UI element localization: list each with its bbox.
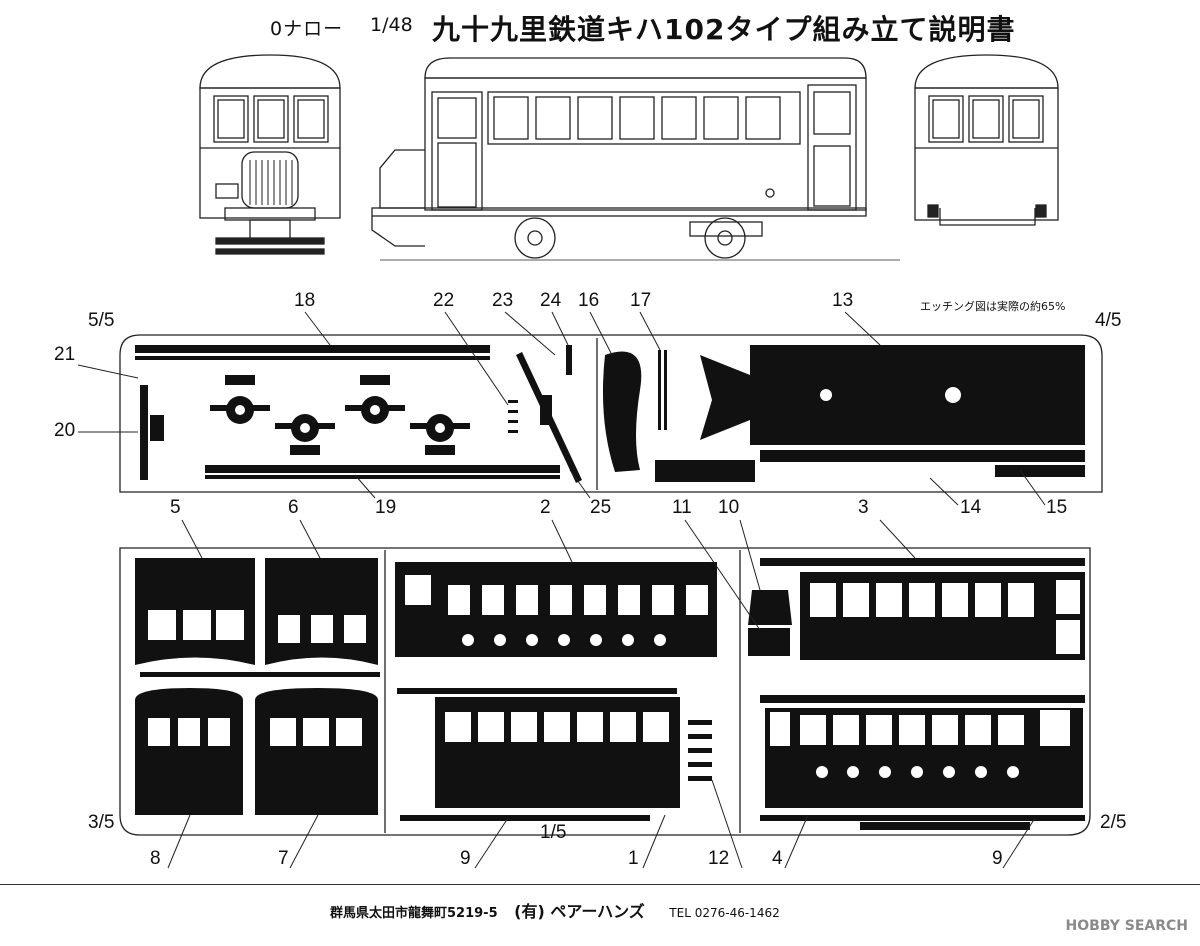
gauge-label: 0ナロー — [270, 18, 344, 40]
leader-lines — [77, 311, 1046, 869]
part-number-8: 8 — [150, 848, 161, 869]
upper-sheet-holes — [235, 387, 961, 433]
front-view-drawing — [199, 54, 341, 255]
part-number-22: 22 — [433, 290, 455, 311]
part-number-17: 17 — [630, 290, 652, 311]
footer-address: 群馬県太田市龍舞町5219-5 — [330, 906, 498, 921]
part-number-12: 12 — [708, 848, 730, 869]
part-number-7: 7 — [278, 848, 289, 869]
part-number-18: 18 — [294, 290, 316, 311]
sheet-label-2-of-5: 2/5 — [1100, 812, 1127, 833]
part-number-1: 1 — [628, 848, 639, 869]
part-number-25: 25 — [590, 497, 612, 518]
part-number-21: 21 — [54, 344, 76, 365]
footer-company: (有) ペアーハンズ — [514, 902, 645, 921]
part-number-9-right: 9 — [992, 848, 1003, 869]
side-view-drawing — [371, 57, 900, 261]
etching-scale-note: エッチング図は実際の約65% — [920, 300, 1066, 313]
footer-tel: TEL 0276-46-1462 — [669, 906, 780, 920]
part-number-23: 23 — [492, 290, 514, 311]
part-number-14: 14 — [960, 497, 982, 518]
upper-sheet-parts — [135, 345, 1085, 483]
sheet-label-5-of-5: 5/5 — [88, 310, 115, 331]
footer-divider — [0, 884, 1200, 885]
etch-sheet-lower — [119, 547, 1091, 836]
sheet-label-4-of-5: 4/5 — [1095, 310, 1122, 331]
page-title: 九十九里鉄道キハ102タイプ組み立て説明書 — [432, 13, 1016, 46]
sheet-label-3-of-5: 3/5 — [88, 812, 115, 833]
part-number-16: 16 — [578, 290, 600, 311]
part-number-11: 11 — [672, 497, 692, 518]
part-number-24: 24 — [540, 290, 562, 311]
part-number-20: 20 — [54, 420, 76, 441]
part-number-10: 10 — [718, 497, 740, 518]
part-number-4: 4 — [772, 848, 783, 869]
part-number-9-left: 9 — [460, 848, 471, 869]
sheet-label-1-of-5: 1/5 — [540, 822, 567, 843]
etch-sheet-upper — [119, 334, 1103, 493]
part-number-6: 6 — [288, 497, 299, 518]
rear-view-drawing — [914, 54, 1059, 226]
watermark: HOBBY SEARCH — [1065, 918, 1188, 934]
part-number-3: 3 — [858, 497, 869, 518]
lower-sheet-windows — [148, 575, 1080, 778]
part-number-19: 19 — [375, 497, 397, 518]
footer: 群馬県太田市龍舞町5219-5 (有) ペアーハンズ TEL 0276-46-1… — [330, 898, 780, 922]
part-number-13: 13 — [832, 290, 854, 311]
part-number-15: 15 — [1046, 497, 1068, 518]
part-number-2: 2 — [540, 497, 551, 518]
part-number-5: 5 — [170, 497, 181, 518]
scale-label: 1/48 — [370, 14, 413, 36]
